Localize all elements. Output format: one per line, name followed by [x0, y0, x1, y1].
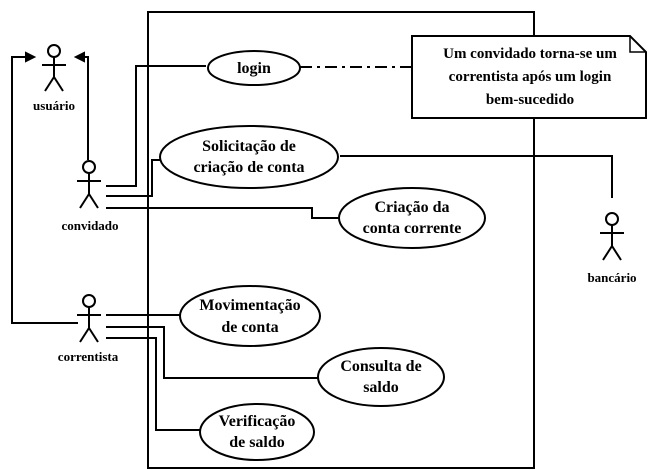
use-case-label: saldo: [363, 379, 399, 396]
use-case-label: login: [237, 60, 271, 77]
actor-convidado: [77, 160, 101, 209]
assoc-convidado-criacao: [106, 207, 340, 219]
assoc-bancario-solicitacao: [340, 155, 613, 198]
note-line: bem-sucedido: [486, 92, 574, 108]
use-case-label: de conta: [221, 319, 278, 336]
use-case-solicitacao-criacao-conta: Solicitação de criação de conta: [159, 125, 339, 189]
use-case-login: login: [207, 50, 301, 86]
actor-correntista-label: correntista: [58, 349, 119, 364]
use-case-label: de saldo: [229, 434, 285, 451]
system-boundary: [147, 11, 535, 469]
generalization-arrowhead: [25, 51, 37, 63]
use-case-label: conta corrente: [363, 220, 462, 237]
generalization-correntista-to-usuario: [11, 56, 78, 324]
use-case-movimentacao-conta: Movimentação de conta: [179, 285, 321, 347]
note-line: Um convidado torna-se um: [443, 46, 617, 62]
use-case-label: Verificação: [219, 413, 296, 430]
use-case-label: Criação da: [374, 199, 449, 216]
use-case-consulta-saldo: Consulta de saldo: [317, 347, 445, 407]
use-case-label: Solicitação de: [202, 138, 296, 155]
actor-convidado-label: convidado: [61, 218, 118, 233]
use-case-verificacao-saldo: Verificação de saldo: [199, 403, 315, 461]
actor-usuario: [42, 44, 66, 92]
actor-bancario: [600, 212, 624, 261]
assoc-correntista-verificacao: [106, 337, 200, 431]
assoc-convidado-login: [106, 65, 206, 187]
generalization-arrows: [11, 51, 89, 324]
actor-bancario-label: bancário: [587, 270, 636, 285]
assoc-convidado-solicitacao: [106, 159, 162, 197]
use-case-criacao-conta-corrente: Criação da conta corrente: [338, 187, 486, 249]
note: Um convidado torna-se um correntista apó…: [411, 35, 647, 119]
association-lines: [106, 65, 613, 431]
assoc-correntista-consulta: [106, 326, 318, 379]
generalization-arrowhead: [73, 51, 85, 63]
use-case-label: Consulta de: [340, 358, 421, 375]
note-line: correntista após um login: [449, 69, 612, 85]
actor-usuario-label: usuário: [33, 98, 75, 113]
generalization-convidado-to-usuario: [80, 56, 89, 160]
use-case-label: Movimentação: [199, 297, 300, 314]
actor-correntista: [77, 294, 101, 343]
use-case-label: criação de conta: [193, 159, 304, 176]
